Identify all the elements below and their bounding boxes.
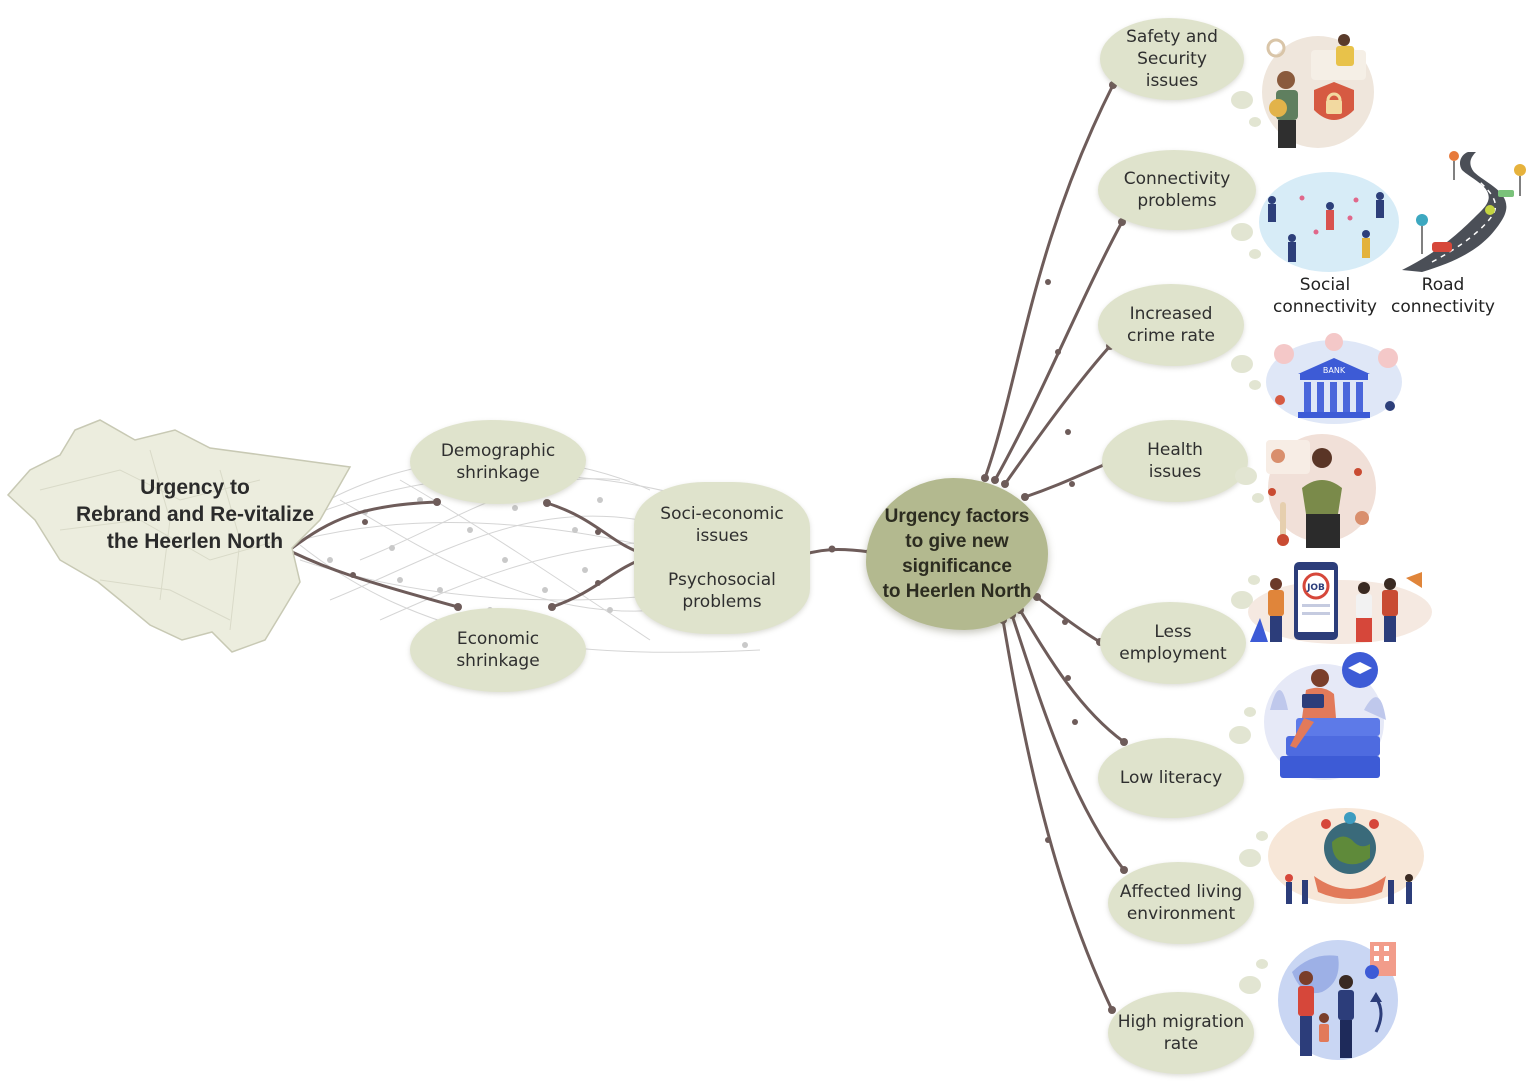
employment-job-illustration: JOB (1248, 562, 1432, 644)
safety-security-illustration (1262, 34, 1374, 148)
living-environment-illustration (1268, 808, 1424, 904)
job-sign-text: JOB (1306, 583, 1325, 593)
health-issues-illustration (1266, 434, 1376, 548)
map-texture (39, 449, 281, 631)
social-connectivity-illustration (1259, 172, 1399, 272)
crime-rate-bank-illustration: BANK (1266, 333, 1402, 424)
road-connectivity-illustration (1402, 151, 1526, 272)
factor-literacy: Low literacy (1098, 738, 1244, 818)
right-connectors (983, 83, 1126, 1012)
low-literacy-illustration (1264, 652, 1386, 780)
migration-illustration (1278, 940, 1398, 1060)
heerlen-north-map (6, 419, 352, 653)
factor-literacy-label: Low literacy (1119, 768, 1223, 788)
bank-sign-text: BANK (1323, 366, 1346, 375)
